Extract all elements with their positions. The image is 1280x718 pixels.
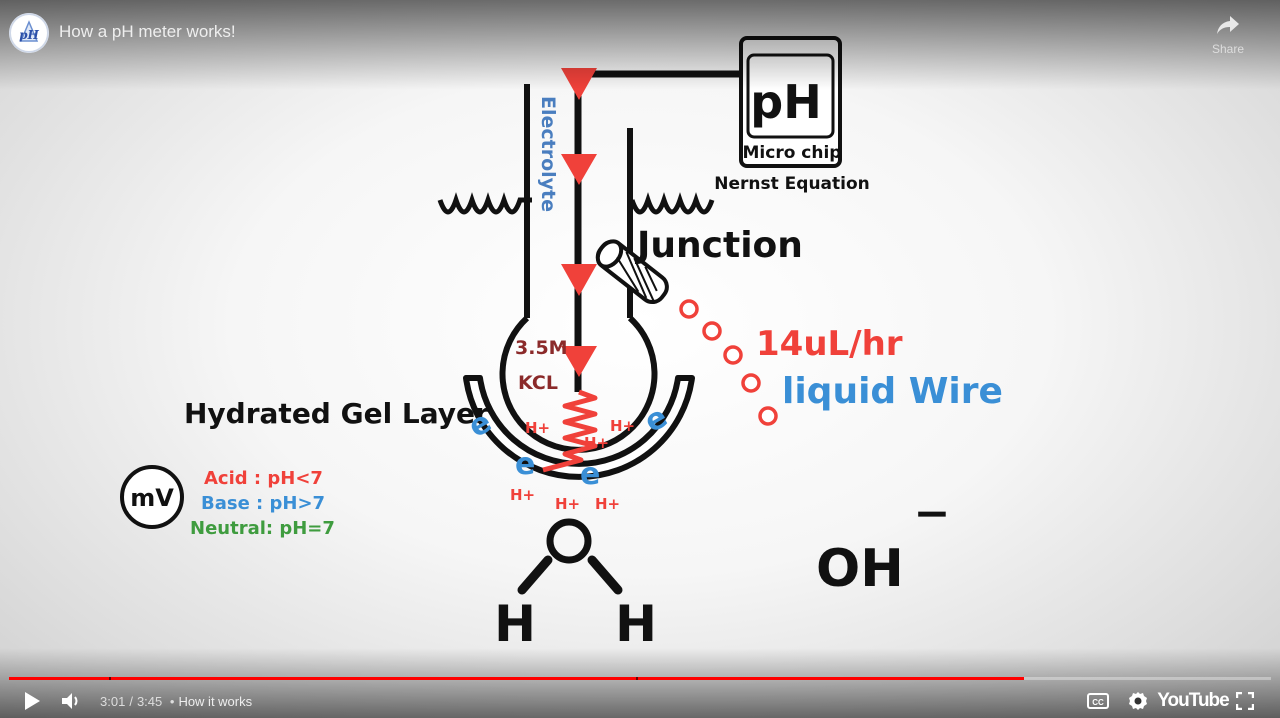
video-title[interactable]: How a pH meter works! [59, 22, 236, 41]
droplet [679, 299, 699, 319]
progress-played [9, 677, 1024, 680]
top-gradient [0, 0, 1280, 90]
h-ion: H+ [584, 434, 609, 452]
hydrogen-atom-right: H [615, 595, 657, 653]
kcl-label: KCL [518, 372, 558, 394]
hydrogen-ions: H+ H+ H+ H+ H+ H+ [510, 417, 635, 513]
gel-bowl [463, 375, 695, 480]
chapter-title[interactable]: How it works [178, 694, 253, 709]
chapter-marker [636, 677, 638, 680]
microchip-label: Micro chip [743, 143, 842, 163]
mute-button[interactable] [56, 684, 88, 718]
youtube-logo[interactable]: YouTube [1157, 690, 1229, 711]
h-ion: H+ [510, 486, 535, 504]
current-time: 3:01 [100, 694, 126, 709]
junction-plug [595, 239, 669, 305]
neutral-label: Neutral: pH=7 [190, 518, 335, 539]
electrolyte-label: Electrolyte [537, 96, 559, 212]
water-molecule: H H [494, 518, 657, 653]
h-ion: H+ [555, 495, 580, 513]
h-ion: H+ [595, 495, 620, 513]
nernst-equation-label: Nernst Equation [714, 174, 870, 194]
droplet [702, 321, 722, 341]
share-button[interactable]: Share [1208, 14, 1248, 56]
settings-button[interactable] [1122, 684, 1154, 718]
acid-label: Acid : pH<7 [204, 468, 323, 489]
negative-charge: − [914, 488, 951, 539]
cc-text: CC [1092, 698, 1104, 707]
chapter-bullet: • [169, 694, 175, 709]
control-bar: 3:01/3:45 •How it works CC YouTube [0, 684, 1280, 718]
duration: 3:45 [136, 694, 163, 709]
droplet [723, 345, 743, 365]
gear-icon [1129, 692, 1147, 710]
fullscreen-icon [1236, 692, 1254, 710]
progress-bar[interactable] [9, 677, 1271, 680]
hydroxide-label: OH [816, 539, 904, 599]
concentration-label: 3.5M [515, 337, 568, 359]
captions-icon: CC [1087, 693, 1109, 709]
spring [542, 389, 598, 473]
mv-label: mV [130, 484, 174, 512]
coil-left [437, 192, 532, 215]
arrow-down [561, 264, 597, 296]
arrow-down [561, 154, 597, 185]
time-display: 3:01/3:45 •How it works [100, 694, 252, 709]
play-icon [25, 692, 40, 710]
junction-label: Junction [634, 225, 803, 266]
volume-icon [62, 693, 78, 709]
liquid-wire-label: liquid Wire [782, 371, 1003, 412]
play-button[interactable] [14, 684, 50, 718]
arrow-down [561, 346, 597, 377]
hydrogen-atom-left: H [494, 595, 536, 653]
bottom-gradient [0, 648, 1280, 718]
share-arrow-icon [1217, 16, 1239, 34]
electrolyte-droplets [679, 299, 778, 426]
chapter-marker [109, 677, 111, 680]
fullscreen-button[interactable] [1230, 684, 1260, 718]
gel-layer-label: Hydrated Gel Layer [184, 397, 489, 430]
mv-meter [120, 465, 184, 529]
base-label: Base : pH>7 [201, 493, 325, 514]
flow-rate-label: 14uL/hr [756, 324, 903, 364]
droplet [758, 406, 778, 426]
droplet [741, 373, 761, 393]
electron: e [580, 457, 600, 492]
captions-button[interactable]: CC [1082, 684, 1114, 718]
share-label: Share [1211, 42, 1245, 56]
coil-right [629, 192, 715, 215]
time-separator: / [129, 694, 133, 709]
avatar-logo-icon: pH [9, 13, 49, 53]
h-ion: H+ [525, 419, 550, 437]
electron: e [515, 447, 535, 482]
avatar-text: pH [19, 28, 39, 42]
channel-avatar[interactable]: pH [9, 13, 49, 53]
h-ion: H+ [610, 417, 635, 435]
